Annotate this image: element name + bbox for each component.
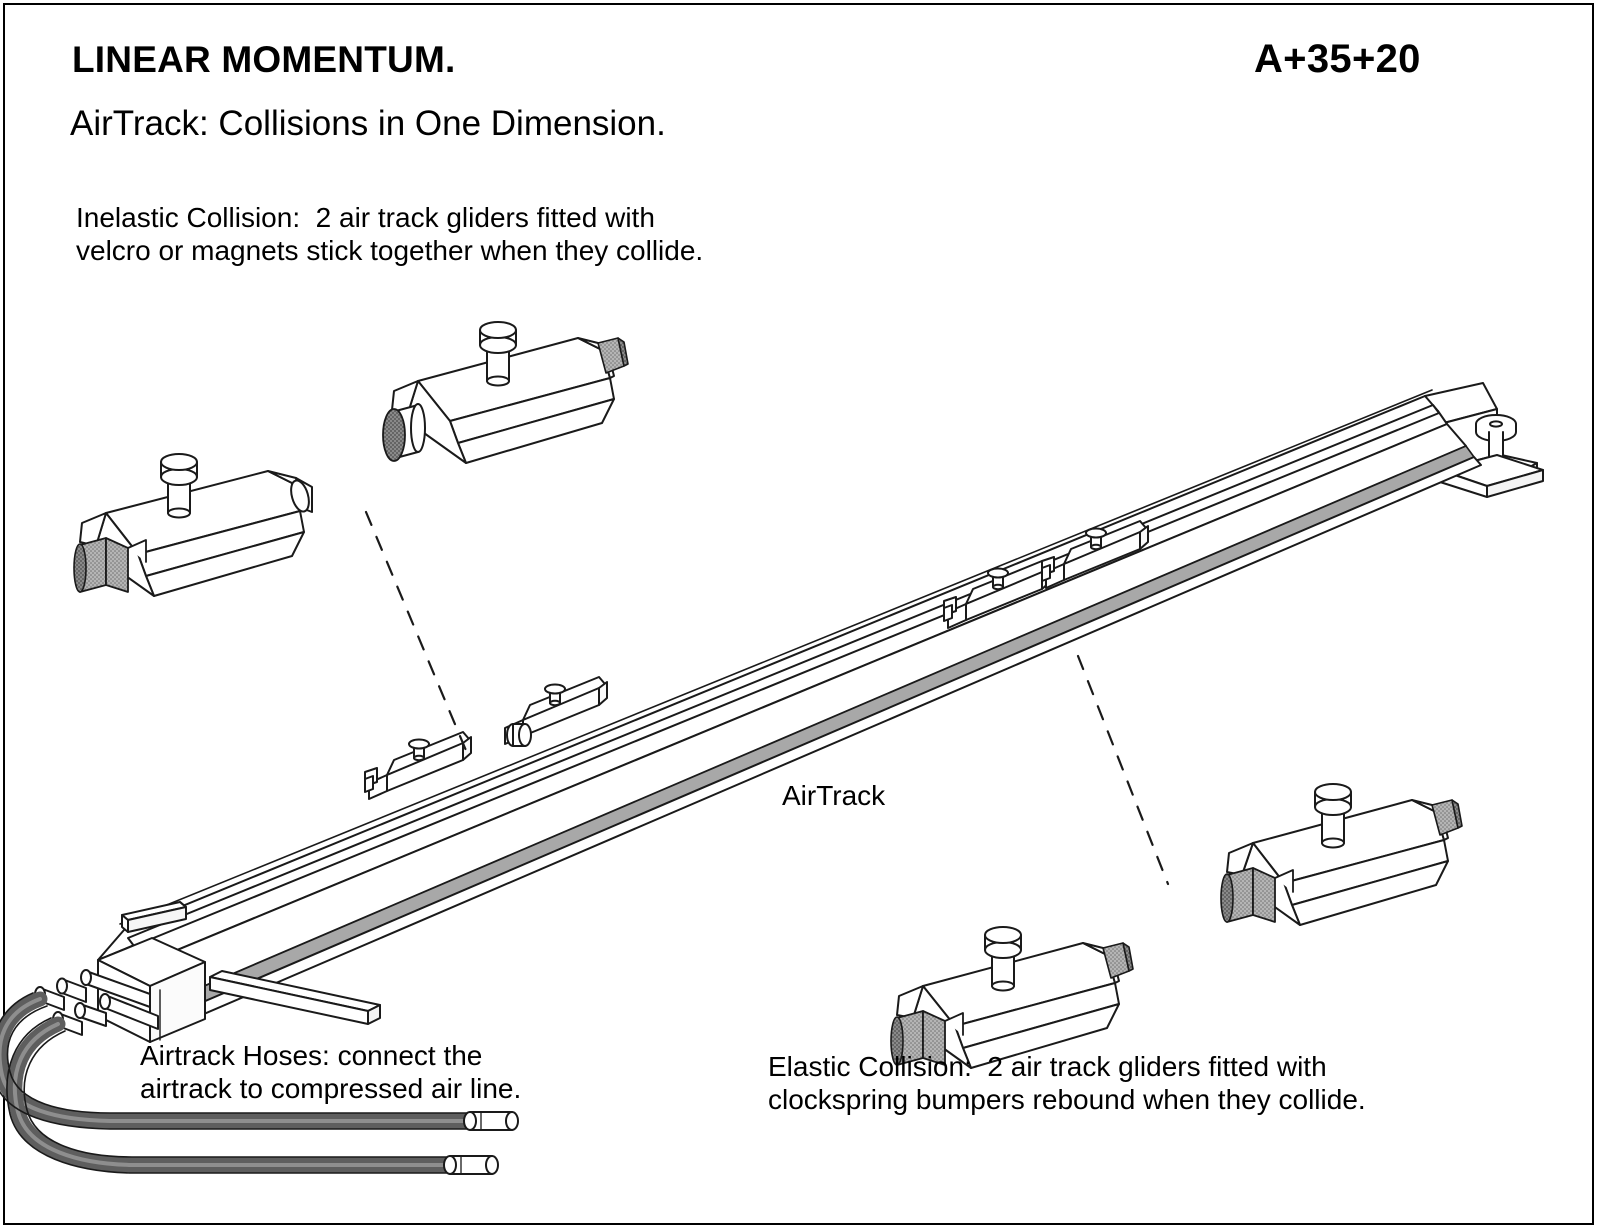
elastic-collision-caption: Elastic Collision: 2 air track gliders f… — [768, 1051, 1366, 1116]
page-title: LINEAR MOMENTUM. — [72, 39, 456, 80]
airtrack-hoses-caption: Airtrack Hoses: connect the airtrack to … — [140, 1040, 522, 1105]
page-subtitle: AirTrack: Collisions in One Dimension. — [70, 104, 666, 143]
airtrack-label: AirTrack — [782, 780, 886, 811]
glider-detail-right — [1220, 783, 1463, 926]
rail-gray-running-face — [159, 445, 1475, 1018]
leader-line-inelastic — [364, 510, 472, 762]
glider-detail-bottom-middle — [890, 926, 1134, 1069]
gliders-on-track-upper-pair — [943, 520, 1149, 629]
support-leg-left-rear — [121, 901, 187, 933]
leader-line-elastic — [1076, 654, 1170, 886]
support-leg-left-front — [209, 970, 381, 1025]
track-glider-c — [364, 731, 472, 800]
glider-detail-upper-left — [73, 453, 313, 597]
airtrack-hoses — [0, 991, 519, 1175]
hose-fitting-lower — [443, 1155, 499, 1175]
rail-top-edge-line — [119, 389, 1433, 925]
inelastic-collision-caption: Inelastic Collision: 2 air track gliders… — [76, 202, 704, 267]
glider-detail-upper-middle — [382, 321, 629, 464]
track-glider-d — [504, 676, 608, 747]
rail-bottom-band — [167, 456, 1482, 1027]
document-code: A+35+20 — [1254, 37, 1421, 81]
gliders-on-track-lower-pair — [364, 676, 608, 800]
hose-fitting-upper — [463, 1111, 519, 1131]
track-glider-b — [1041, 520, 1149, 589]
